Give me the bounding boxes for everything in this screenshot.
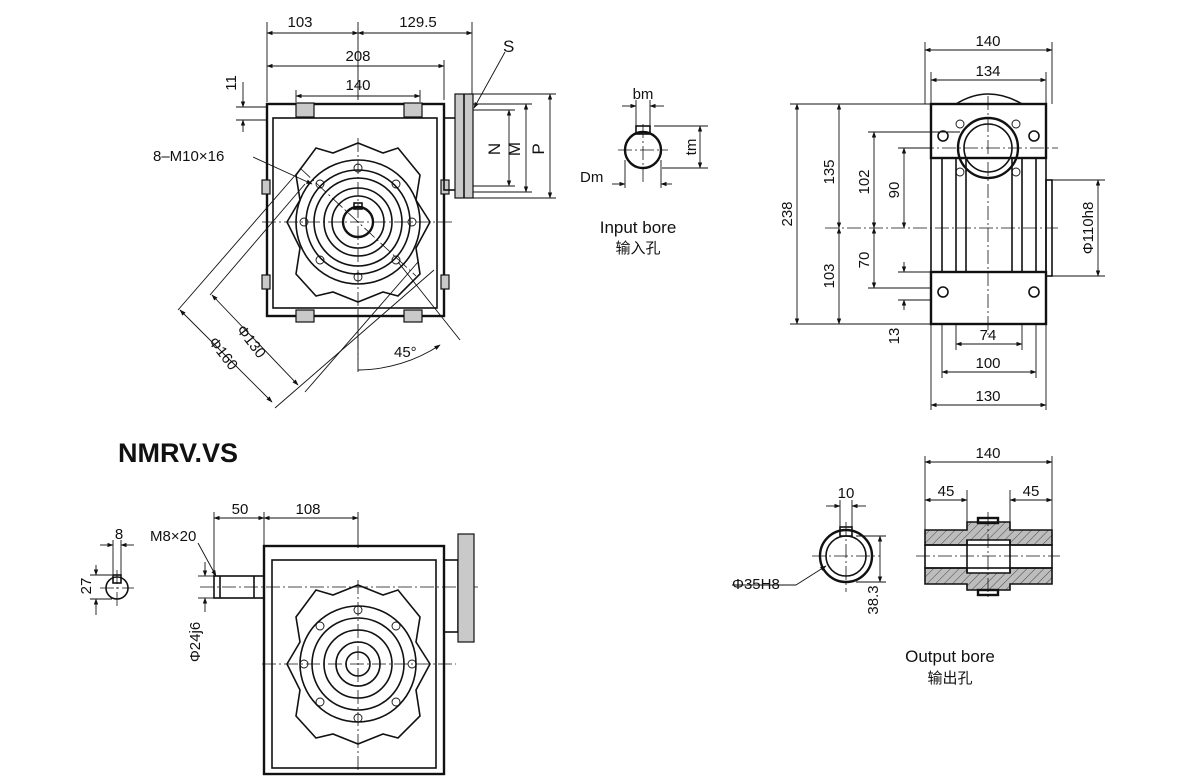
dim-103-side: 103 <box>821 263 838 288</box>
dim-238: 238 <box>779 201 796 226</box>
shaft-key-view: 8 27 <box>78 526 134 615</box>
dim-103-front: 103 <box>287 14 312 31</box>
dim-134: 134 <box>975 63 1000 80</box>
model-title: NMRV.VS <box>118 438 238 468</box>
dim-74: 74 <box>980 327 997 344</box>
dim-135: 135 <box>821 159 838 184</box>
output-bore-caption-zh: 输出孔 <box>927 669 972 687</box>
dim-45-left: 45 <box>938 483 955 500</box>
dim-phi24j6: Φ24j6 <box>187 622 204 662</box>
dim-50: 50 <box>232 501 249 518</box>
dim-90: 90 <box>886 182 903 199</box>
dim-bm: bm <box>633 86 654 103</box>
dim-p: P <box>529 143 548 154</box>
dim-8: 8 <box>115 526 123 543</box>
dim-140-section: 140 <box>975 445 1000 462</box>
dim-108: 108 <box>295 501 320 518</box>
label-s: S <box>503 37 514 56</box>
bottom-front-view: 50 108 M8×20 Φ24j6 <box>150 501 480 776</box>
dim-13: 13 <box>886 328 903 345</box>
dim-208: 208 <box>345 48 370 65</box>
dim-phi110h8: Φ110h8 <box>1080 202 1097 255</box>
label-bolts: 8–M10×16 <box>153 148 224 165</box>
side-view: 140 134 Φ110h8 238 <box>779 33 1105 410</box>
dim-27: 27 <box>78 578 95 595</box>
dim-phi35h8: Φ35H8 <box>732 576 780 593</box>
dim-130: 130 <box>975 388 1000 405</box>
dim-45-right: 45 <box>1023 483 1040 500</box>
input-bore-caption-zh: 输入孔 <box>615 239 660 257</box>
input-bore-view: bm tm Dm Input bore 输入孔 <box>580 86 708 257</box>
dim-140-front: 140 <box>345 77 370 94</box>
dim-129-5: 129.5 <box>399 14 437 31</box>
output-bore-caption: Output bore <box>905 647 995 666</box>
dim-m: M <box>505 142 524 156</box>
dim-38-3: 38.3 <box>865 585 882 614</box>
output-bore-view: 10 38.3 Φ35H8 Output bore 输出孔 <box>732 485 995 687</box>
dim-102: 102 <box>856 169 873 194</box>
label-m8x20: M8×20 <box>150 528 196 545</box>
output-section-view: 140 45 45 <box>916 445 1060 600</box>
dim-10: 10 <box>838 485 855 502</box>
dim-tm: tm <box>683 139 700 156</box>
dim-100: 100 <box>975 355 1000 372</box>
dim-dm: Dm <box>580 169 603 186</box>
dim-70: 70 <box>856 252 873 269</box>
dim-n: N <box>485 143 504 155</box>
dim-45-deg: 45° <box>394 344 417 361</box>
dim-phi130: Φ130 <box>233 322 269 362</box>
dim-11: 11 <box>223 75 240 91</box>
dim-phi160: Φ160 <box>205 334 241 374</box>
input-bore-caption: Input bore <box>600 218 677 237</box>
dim-140-side: 140 <box>975 33 1000 50</box>
front-view: 103 129.5 208 140 11 N M <box>153 14 556 409</box>
